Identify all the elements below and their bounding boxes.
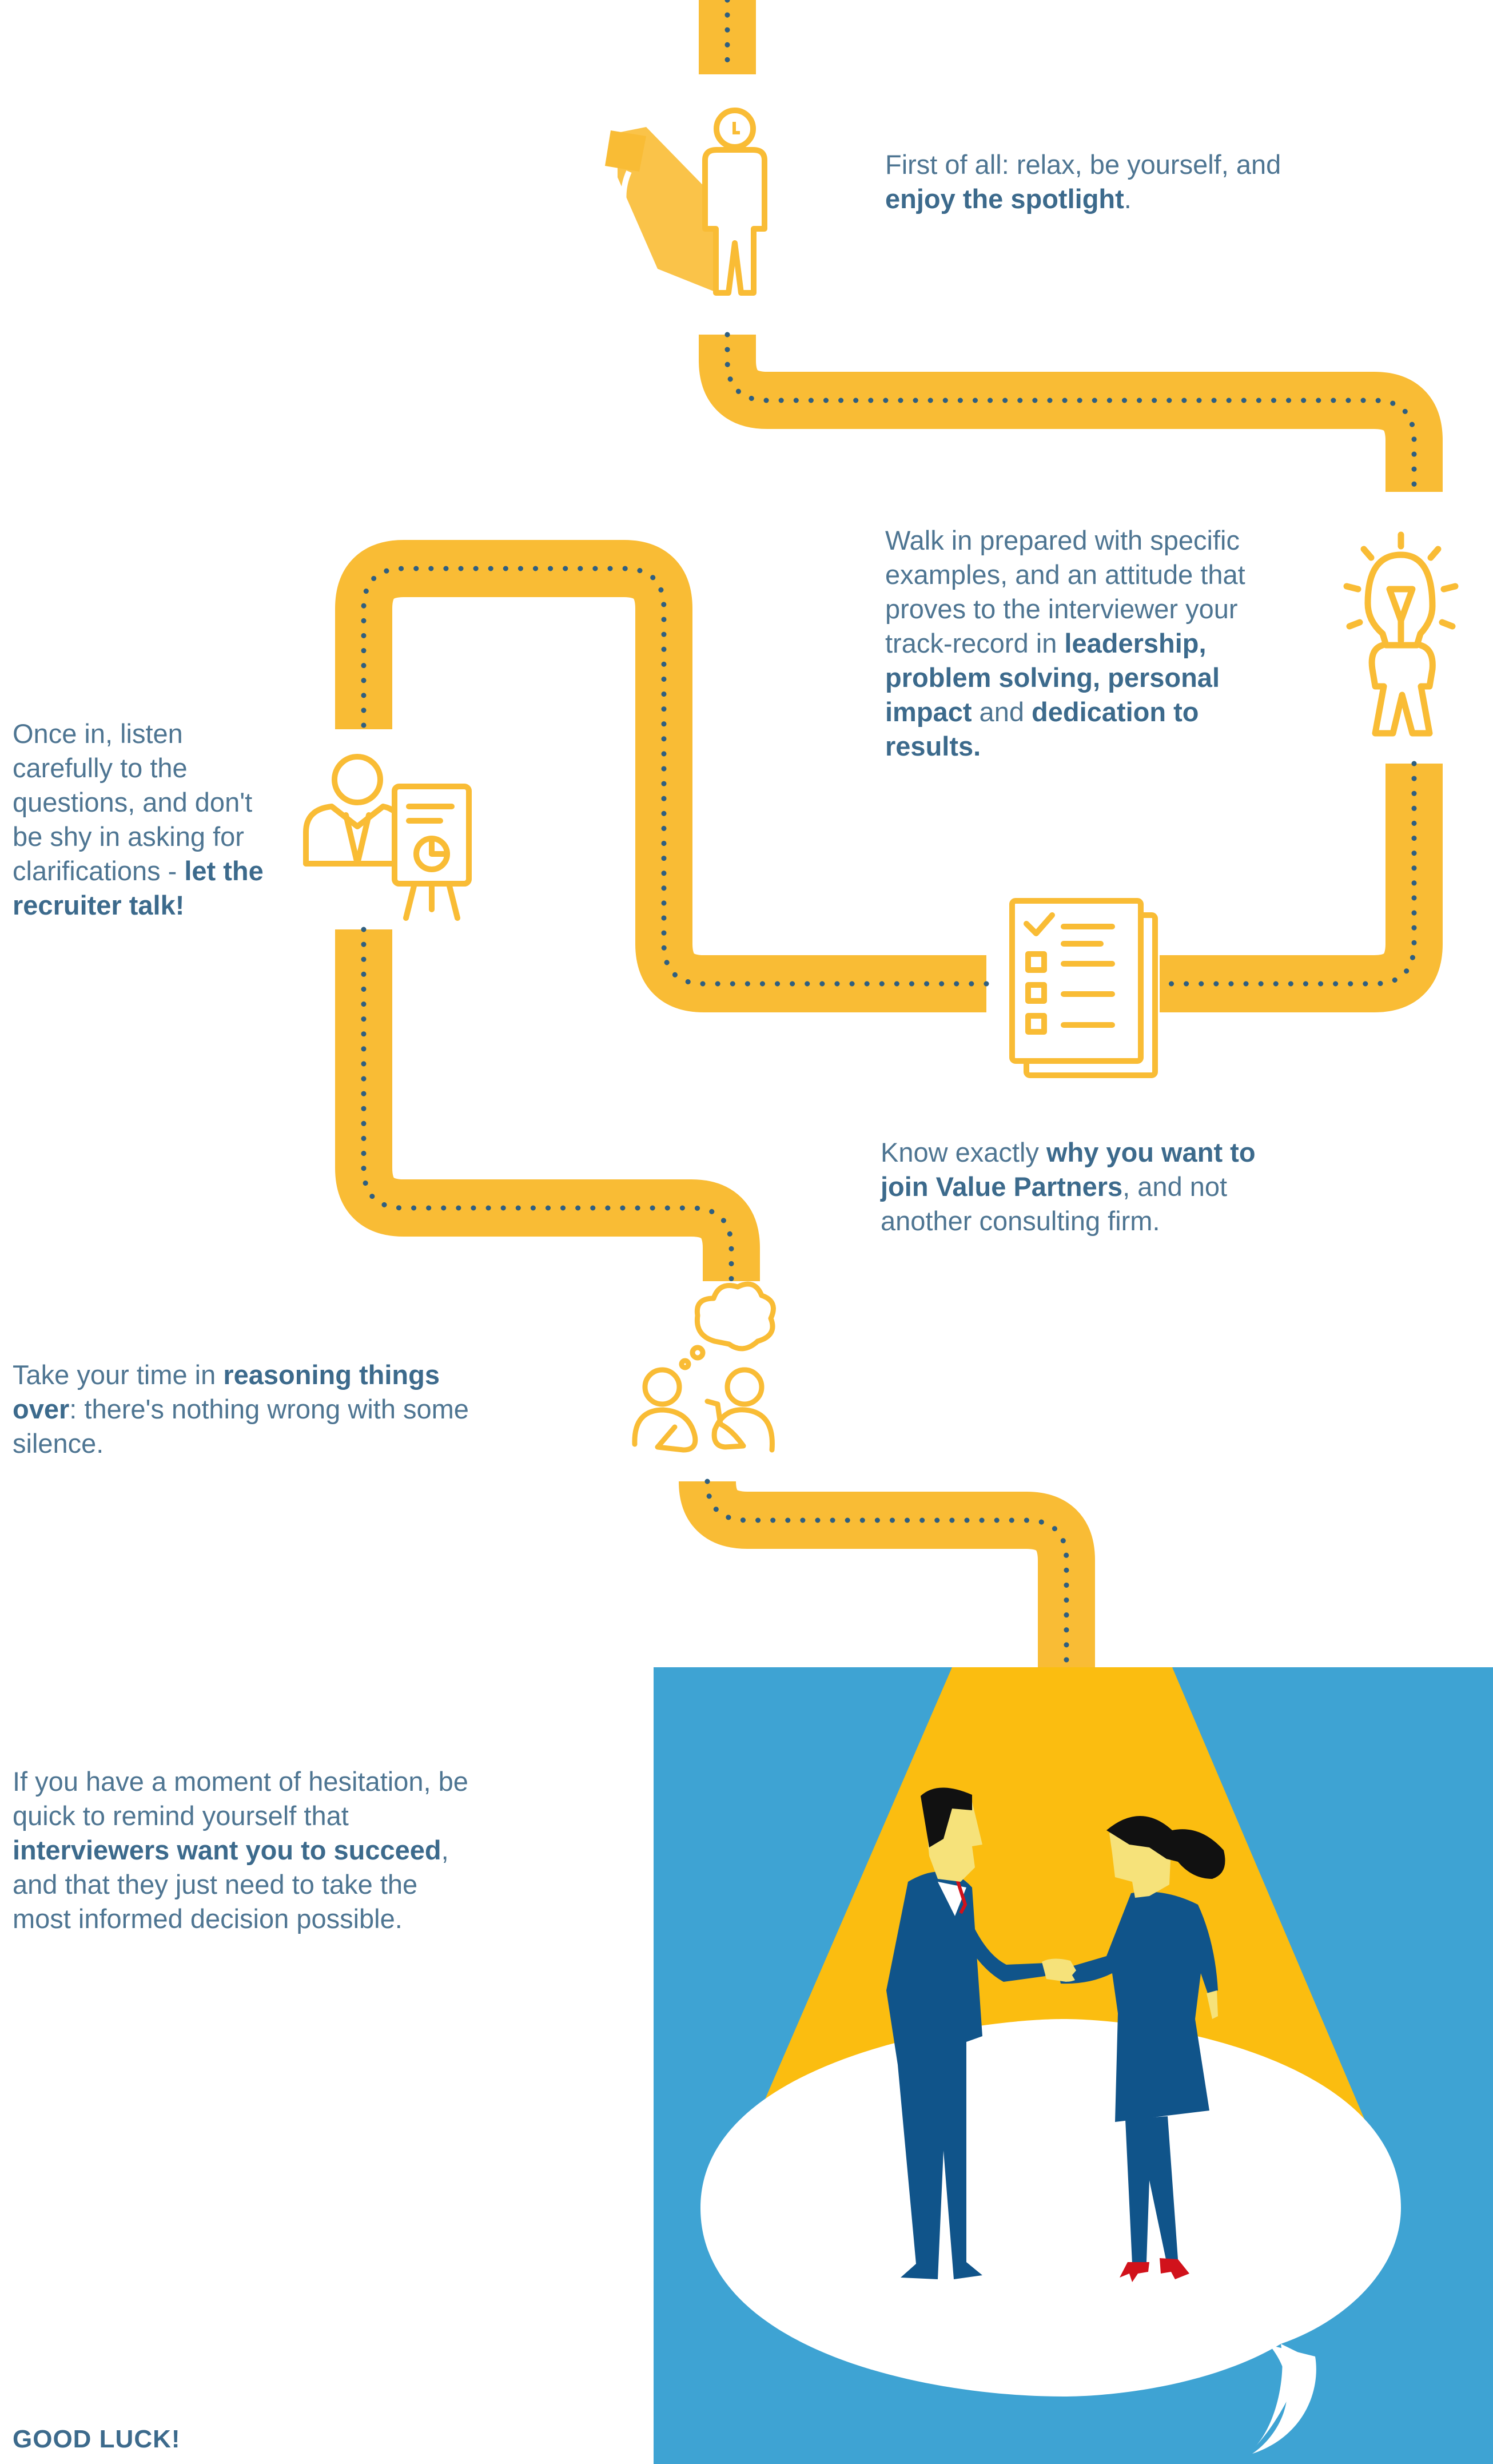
tip-fragment: Walk in prepared with specific examples,…	[885, 525, 1245, 658]
winding-path	[335, 0, 1443, 1670]
good-luck-closing: GOOD LUCK!	[13, 2425, 181, 2453]
tip-fragment: First of all: relax, be yourself, and	[885, 149, 1281, 180]
thinking-people-icon	[632, 1281, 776, 1453]
spotlight-person-icon	[605, 108, 767, 296]
tip-prepared-text: Walk in prepared with specific examples,…	[885, 523, 1297, 764]
tip-why-join-text: Know exactly why you want to join Value …	[881, 1135, 1292, 1238]
tip-highlight: leadership, problem solving, personal im…	[885, 628, 1220, 727]
businessman-figure	[886, 1787, 1046, 2279]
tip-relax-text: First of all: relax, be yourself, and en…	[885, 148, 1297, 216]
path-segment-6	[679, 1480, 1095, 1670]
handshake-illustration	[654, 1667, 1493, 2464]
path-dots	[361, 0, 1417, 1673]
tip-fragment: , and not another consulting firm.	[881, 1171, 1228, 1236]
presenter-chart-icon	[303, 754, 472, 921]
tip-highlight: why you want to join Value Partners	[881, 1137, 1256, 1202]
tip-hesitation-text: If you have a moment of hesitation, be q…	[13, 1764, 481, 1936]
tip-highlight: dedication to results.	[885, 697, 1199, 761]
tip-listen-text: Once in, listen carefully to the questio…	[13, 717, 287, 923]
tip-fragment: and	[972, 697, 1032, 727]
handshake-hands	[1042, 1958, 1076, 1982]
businesswoman-figure	[1058, 1816, 1225, 2282]
tip-fragment: Know exactly	[881, 1137, 1046, 1167]
path-segment-2	[699, 332, 1443, 492]
lightbulb-person-icon	[1343, 531, 1459, 737]
tip-fragment: .	[1124, 184, 1132, 214]
tip-reasoning-text: Take your time in reasoning things over:…	[13, 1358, 481, 1461]
tip-fragment: , and that they just need to take the mo…	[13, 1835, 449, 1934]
tip-fragment: : there's nothing wrong with some silenc…	[13, 1394, 469, 1458]
path-segment-3	[1160, 764, 1443, 1012]
tip-highlight: enjoy the spotlight	[885, 184, 1124, 214]
tip-highlight: reasoning things over	[13, 1360, 440, 1424]
tip-fragment: If you have a moment of hesitation, be q…	[13, 1766, 468, 1831]
tip-fragment: Take your time in	[13, 1360, 224, 1390]
checklist-icon	[1009, 898, 1158, 1078]
tip-fragment: Once in, listen carefully to the questio…	[13, 718, 253, 886]
tip-highlight: interviewers want you to succeed	[13, 1835, 441, 1865]
tip-highlight: let the recruiter talk!	[13, 856, 264, 920]
